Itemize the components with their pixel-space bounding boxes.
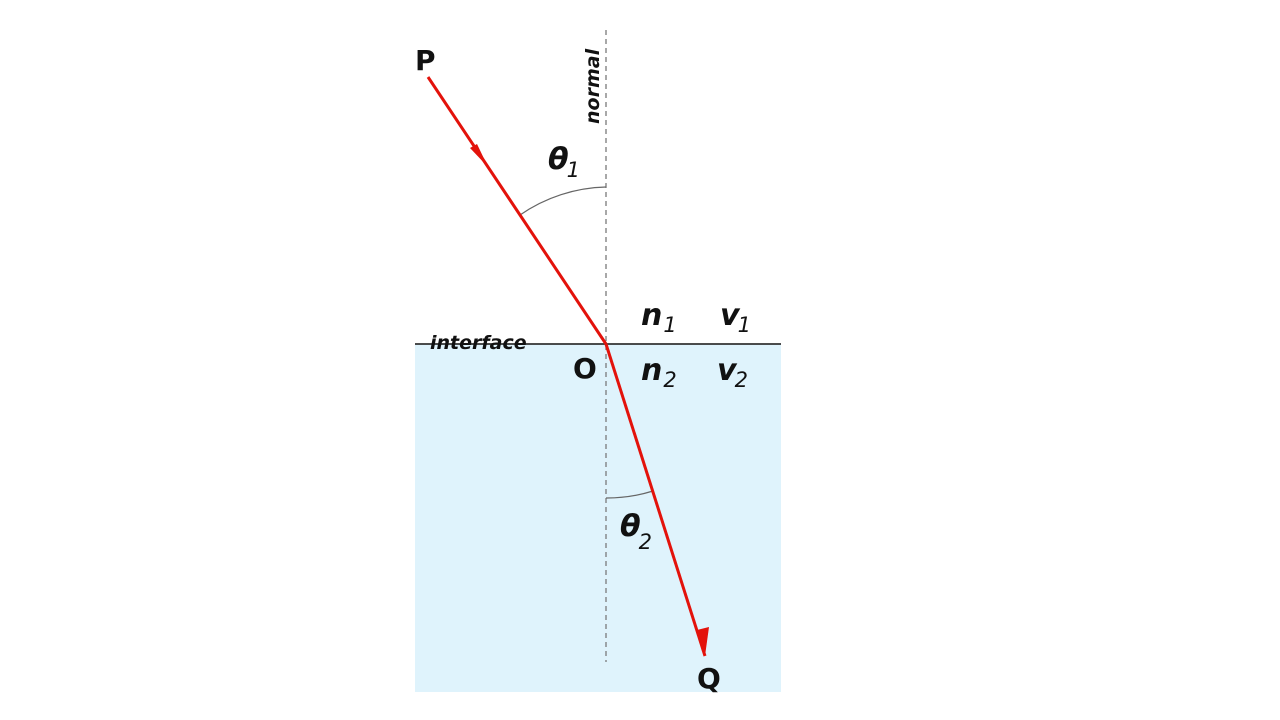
- n2-label: n2: [641, 353, 677, 392]
- n1-label: n1: [641, 298, 677, 337]
- theta1-label: θ1: [548, 142, 580, 182]
- medium-2-region: [415, 344, 781, 692]
- point-q-label: Q: [697, 662, 721, 695]
- incident-ray: [426, 76, 608, 345]
- refracted-ray: [604, 343, 707, 657]
- point-o-label: O: [573, 352, 597, 385]
- v2-label: v2: [717, 353, 748, 392]
- theta2-label: θ2: [620, 509, 652, 554]
- point-p-label: P: [415, 44, 436, 77]
- theta1-arc: [519, 186, 607, 216]
- arrowhead-icon: [697, 627, 709, 656]
- normal-label: normal: [582, 48, 604, 124]
- arrowhead-icon: [470, 144, 488, 167]
- interface-label: interface: [430, 332, 527, 354]
- v1-label: v1: [720, 298, 751, 337]
